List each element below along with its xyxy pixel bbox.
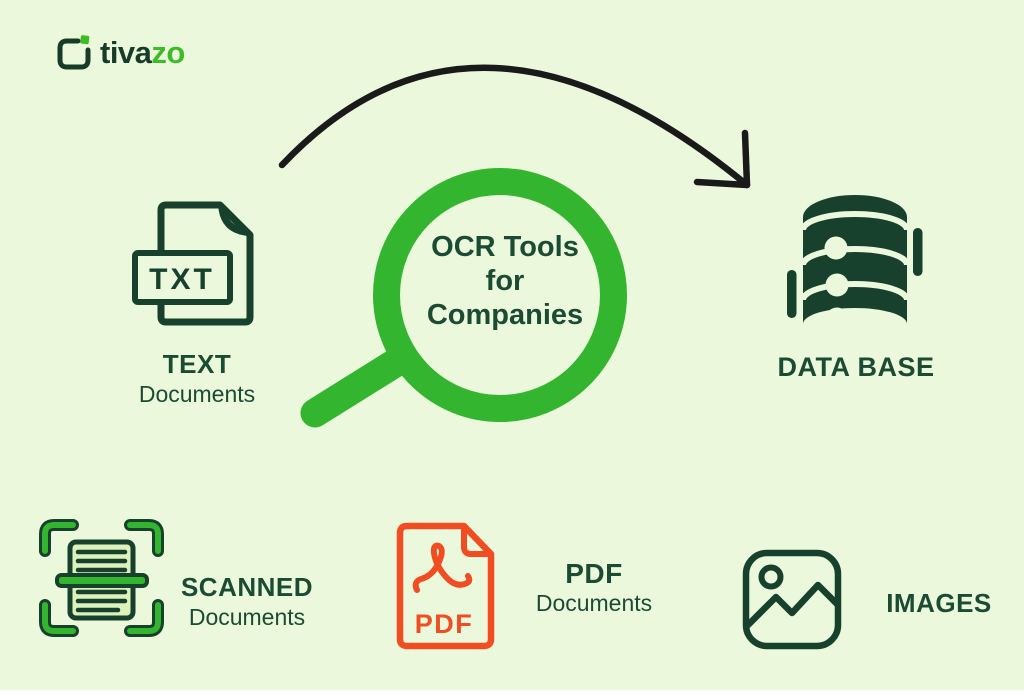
center-title-line3: Companies	[426, 299, 584, 331]
logo-text-dark: tiva	[100, 35, 152, 70]
center-title: OCR Tools for Companies	[395, 230, 615, 332]
flow-arrow-icon	[278, 64, 751, 189]
txt-icon-label: TXT	[149, 263, 215, 296]
logo-text-green: zo	[151, 35, 185, 70]
database-title: DATA BASE	[777, 352, 935, 382]
scanner-icon	[39, 519, 164, 637]
pdf-title: PDF	[565, 558, 623, 589]
image-icon	[742, 549, 842, 650]
bottom-edge	[0, 690, 1024, 694]
magnifier-icon	[300, 168, 627, 428]
logo-icon	[57, 35, 91, 70]
scanned-documents-label: SCANNED Documents	[147, 572, 347, 632]
pdf-documents-label: PDF Documents	[494, 558, 694, 618]
text-documents-subtitle: Documents	[138, 381, 256, 407]
pdf-subtitle: Documents	[535, 590, 653, 616]
database-icon	[787, 195, 923, 331]
center-title-line2: for	[485, 265, 525, 297]
scanned-title: SCANNED	[180, 572, 314, 602]
pdf-file-icon: PDF	[396, 522, 495, 650]
images-label: IMAGES	[839, 588, 1024, 619]
logo-text: tivazo	[100, 35, 185, 71]
text-documents-title: TEXT	[162, 349, 232, 379]
pdf-icon-label: PDF	[415, 609, 474, 639]
center-title-line1: OCR Tools	[431, 231, 579, 263]
database-label: DATA BASE	[756, 352, 956, 383]
scanned-subtitle: Documents	[188, 604, 306, 630]
logo: tivazo	[55, 33, 185, 73]
text-documents-label: TEXT Documents	[97, 349, 297, 409]
txt-file-icon: TXT	[132, 201, 254, 326]
images-title: IMAGES	[886, 588, 992, 618]
